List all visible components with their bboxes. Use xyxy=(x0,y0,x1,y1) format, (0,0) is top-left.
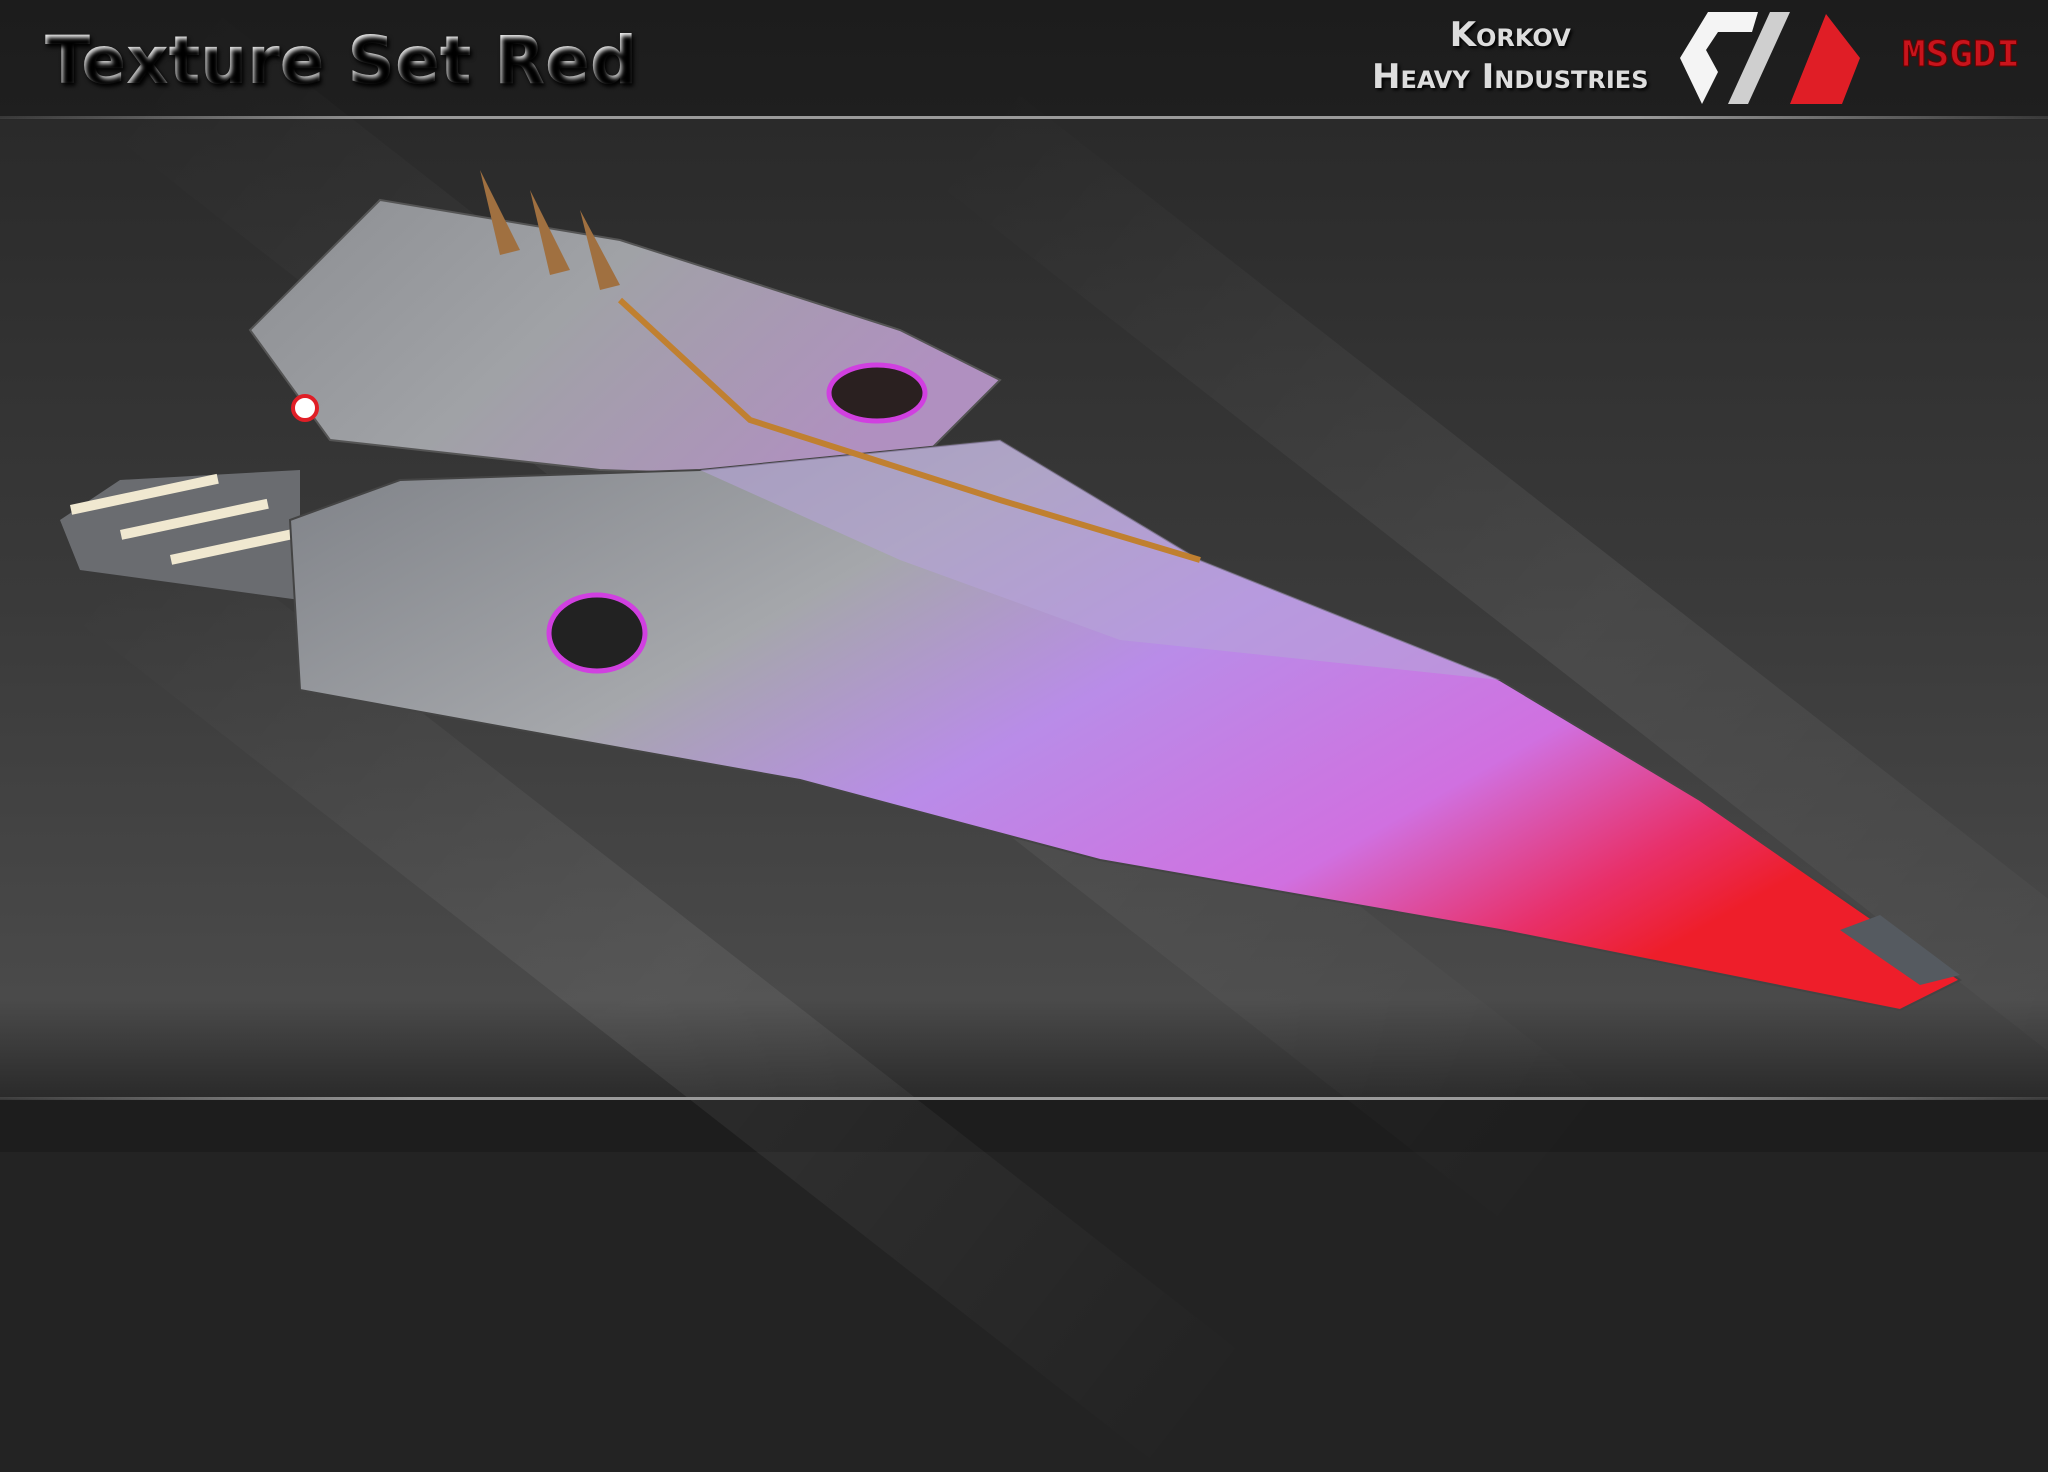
page-title: Texture Set Red xyxy=(45,22,638,99)
header-divider xyxy=(0,116,2048,119)
beacon-light xyxy=(291,394,319,422)
fin xyxy=(580,210,620,290)
footer-divider xyxy=(0,1097,2048,1100)
trim-stripe xyxy=(617,297,1201,563)
brand-line-1: Korkov xyxy=(1449,15,1571,55)
engine-light xyxy=(120,498,269,540)
porthole xyxy=(826,362,928,424)
nose-turret xyxy=(1840,915,1960,985)
msgdi-logo: MSGDI xyxy=(1902,34,2021,75)
fin xyxy=(530,190,570,275)
brand-line-2: Heavy Industries xyxy=(1372,57,1649,97)
engine-light xyxy=(69,473,219,515)
porthole xyxy=(546,592,648,674)
spaceship-render xyxy=(60,170,1962,1012)
engine-light xyxy=(170,523,319,565)
upper-deck xyxy=(248,198,1002,482)
svg-text:MSGDI: MSGDI xyxy=(1902,34,2020,74)
fin xyxy=(480,170,520,255)
hull-panel xyxy=(700,440,1500,680)
korkov-emblem-logo xyxy=(1680,12,1860,104)
brand-name: Korkov Heavy Industries xyxy=(1372,14,1648,98)
